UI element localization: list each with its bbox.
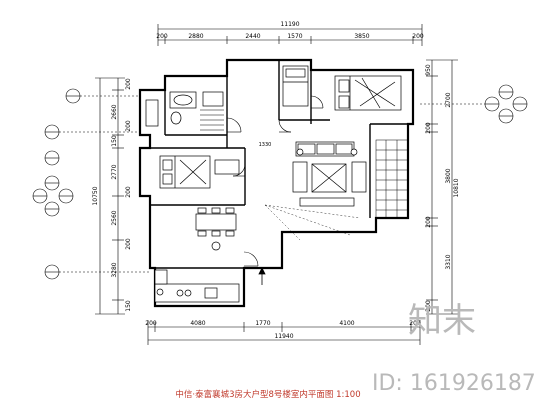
bottom-end-dim-right: 200 xyxy=(409,320,421,327)
drawing-caption: 中信·泰富襄城3房大户型8号楼室内平面图 1:100 xyxy=(175,389,360,400)
right-end-dim: 200 xyxy=(425,216,432,228)
right-end-dim: 200 xyxy=(425,122,432,134)
left-end-dim: 150 xyxy=(125,300,132,312)
center-dim-label: 1330 xyxy=(259,142,272,148)
right-segment-dim: 2700 xyxy=(445,92,452,107)
left-end-dim: 200 xyxy=(125,186,132,198)
left-end-dim: 200 xyxy=(125,238,132,250)
bottom-segment-dim: 4100 xyxy=(339,320,354,327)
top-segment-dim: 2440 xyxy=(245,33,260,40)
bottom-segment-dim: 1770 xyxy=(255,320,270,327)
left-segment-dim: 2660 xyxy=(111,104,118,119)
elevation-bubble-left xyxy=(32,88,150,280)
ceiling-guide-lines xyxy=(264,204,361,241)
living-sofa-set xyxy=(292,141,367,207)
left-segment-dim: 150 xyxy=(111,135,118,147)
stair-lines xyxy=(200,109,224,131)
right-total-dim: 10810 xyxy=(453,178,460,197)
right-dimension-chain xyxy=(426,59,458,315)
dining-table xyxy=(195,207,237,251)
watermark-brand: 知末 xyxy=(408,301,476,341)
right-end-dim: 200 xyxy=(425,300,432,312)
left-end-dim: 200 xyxy=(125,120,132,132)
left-total-dim: 10750 xyxy=(92,186,99,205)
balcony-hatch xyxy=(375,139,409,219)
left-segment-dim: 2560 xyxy=(111,210,118,225)
left-end-dim: 200 xyxy=(125,78,132,90)
top-total-dim: 11190 xyxy=(280,21,299,28)
top-end-dim-right: 200 xyxy=(412,33,424,40)
inner-walls xyxy=(150,60,413,269)
master-bed xyxy=(334,75,402,111)
right-end-dim: 950 xyxy=(425,64,432,76)
watermark-id: ID: 161926187 xyxy=(372,371,536,396)
bottom-total-dim: 11940 xyxy=(274,333,293,340)
left-segment-dim: 2770 xyxy=(111,164,118,179)
right-segment-dim: 3800 xyxy=(445,168,452,183)
left-dimension-chain xyxy=(95,77,125,315)
bathroom-fixtures xyxy=(145,91,224,127)
top-segment-dim: 2880 xyxy=(188,33,203,40)
elevation-bubble-right xyxy=(420,84,528,124)
entry-arrow-icon xyxy=(258,267,266,285)
bottom-end-dim-left: 200 xyxy=(145,320,157,327)
bottom-dimension-chain xyxy=(147,320,421,345)
door-swings xyxy=(226,95,324,267)
top-segment-dim: 1570 xyxy=(287,33,302,40)
top-segment-dim: 3850 xyxy=(354,33,369,40)
right-segment-dim: 3310 xyxy=(445,254,452,269)
top-end-dim-left: 200 xyxy=(156,33,168,40)
kitchen-counter xyxy=(154,269,240,303)
bottom-segment-dim: 4080 xyxy=(190,320,205,327)
top-dimension-chain xyxy=(157,24,423,46)
left-segment-dim: 3280 xyxy=(111,262,118,277)
left-bedroom-bed xyxy=(159,155,240,189)
second-bed xyxy=(282,65,309,107)
